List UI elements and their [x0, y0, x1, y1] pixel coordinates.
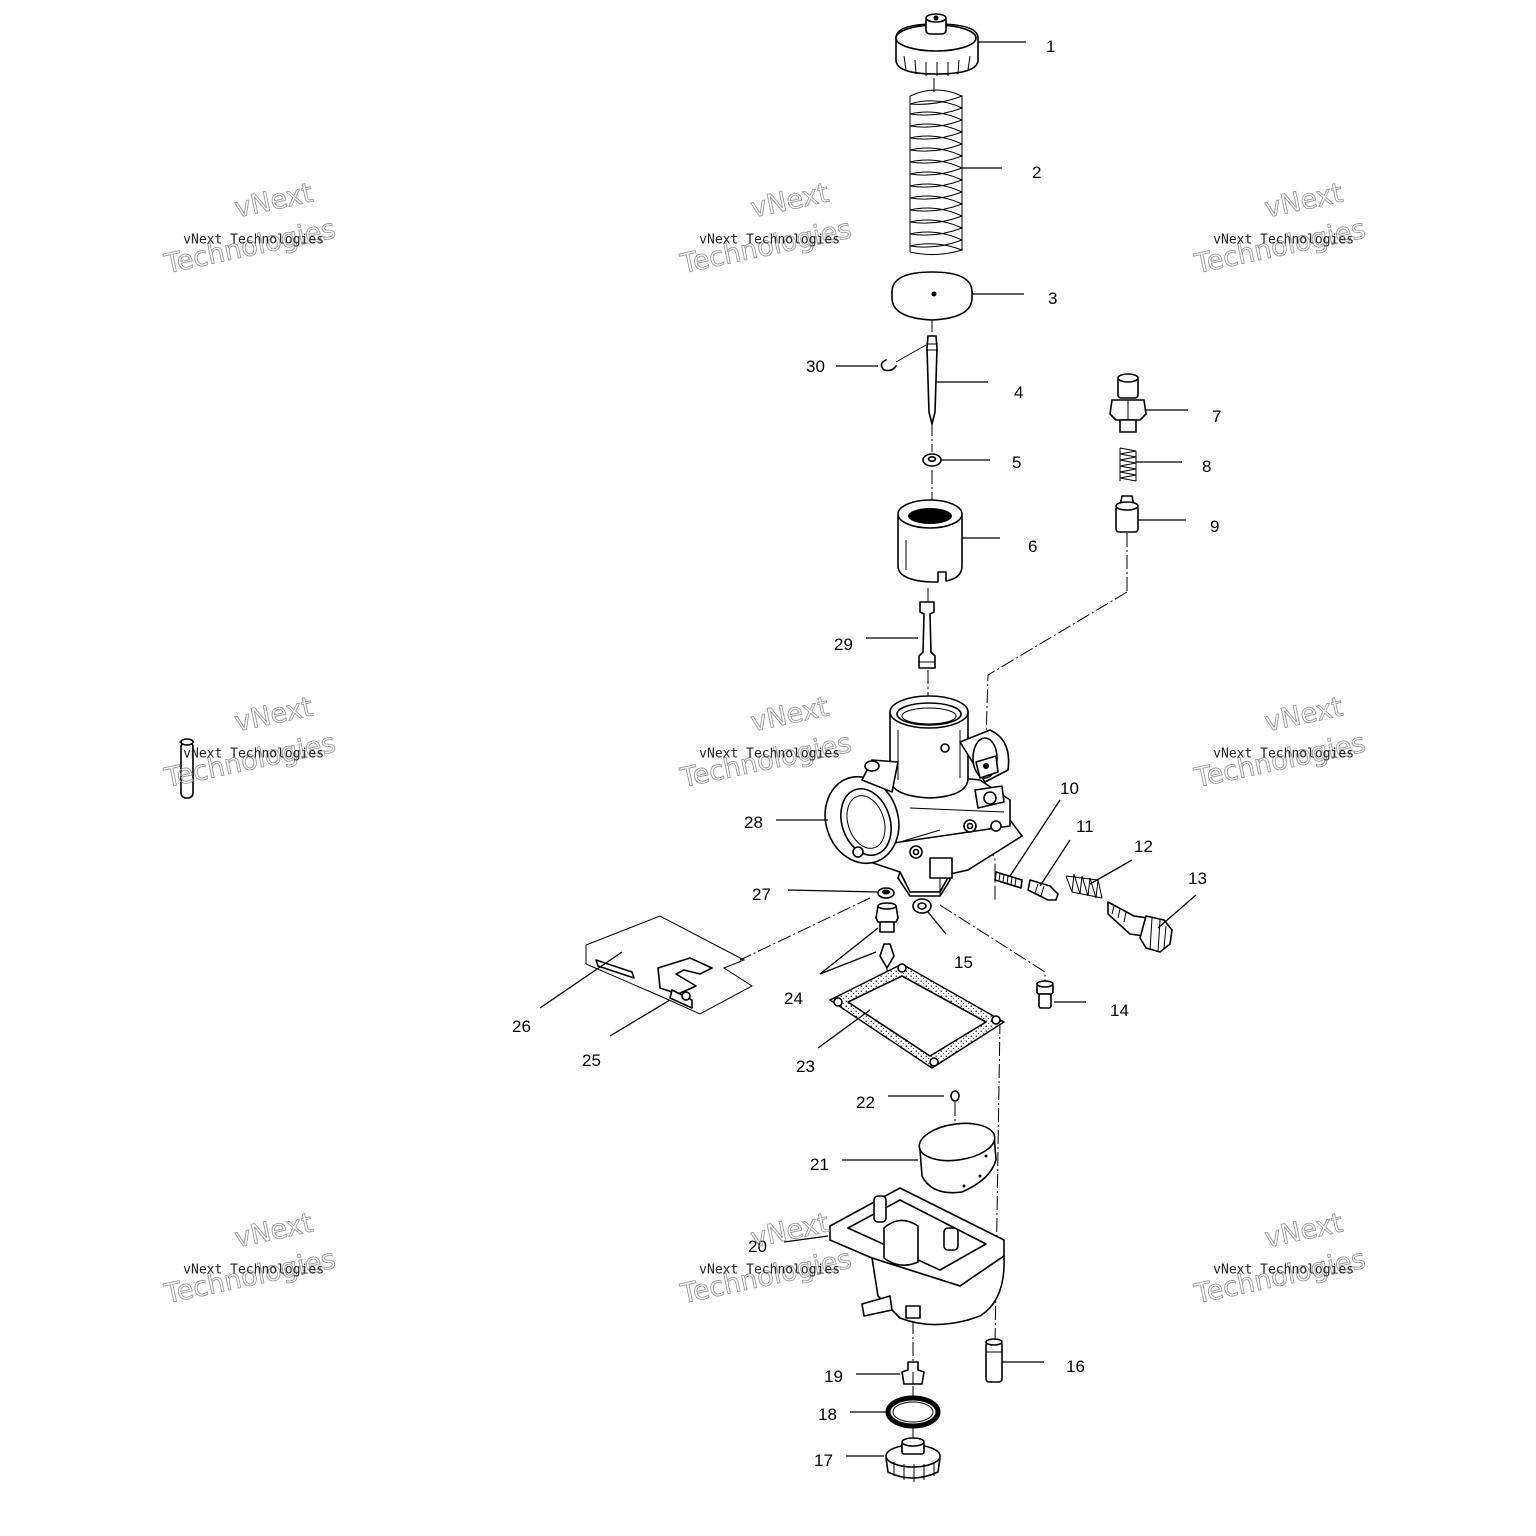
part-18-o-ring — [885, 1395, 941, 1429]
part-4-jet-needle — [926, 335, 938, 425]
watermark-layer: vNext Technologies vNext Technologies vN… — [161, 177, 1369, 1311]
watermark: vNext Technologies vNext Technologies — [1191, 691, 1369, 795]
svg-text:vNext: vNext — [1262, 1208, 1346, 1255]
svg-text:vNext: vNext — [232, 1208, 316, 1255]
watermark: vNext Technologies vNext Technologies — [1191, 177, 1369, 281]
part-20-float-bowl — [829, 1187, 1005, 1326]
part-14-drain-screw — [1036, 980, 1054, 1009]
part-25-26-float-arm-inset — [585, 915, 753, 1015]
leader-lines — [539, 41, 1197, 1457]
callout-11: 11 — [1076, 817, 1094, 836]
callout-30: 30 — [806, 357, 825, 376]
callout-16: 16 — [1066, 1357, 1085, 1376]
part-2-spring — [909, 89, 964, 256]
part-5-washer — [922, 453, 942, 467]
part-21-float — [918, 1122, 997, 1194]
callout-1: 1 — [1046, 37, 1055, 56]
callout-6: 6 — [1028, 537, 1037, 556]
watermark: vNext Technologies vNext Technologies — [677, 177, 855, 281]
callout-3: 3 — [1048, 289, 1057, 308]
callout-4: 4 — [1014, 383, 1023, 402]
svg-text:vNext Technologies: vNext Technologies — [1213, 232, 1354, 247]
svg-text:vNext Technologies: vNext Technologies — [183, 232, 324, 247]
part-24-needle-valve — [875, 902, 899, 974]
part-15-o-ring — [912, 898, 932, 914]
part-27-gasket-ring — [877, 887, 895, 899]
watermark: vNext Technologies vNext Technologies — [677, 1207, 855, 1311]
watermark: vNext Technologies vNext Technologies — [1191, 1207, 1369, 1311]
callout-25: 25 — [582, 1051, 601, 1070]
callout-19: 19 — [824, 1367, 843, 1386]
callout-10: 10 — [1060, 779, 1079, 798]
callout-7: 7 — [1212, 407, 1221, 426]
part-9-plunger — [1115, 495, 1139, 533]
callout-9: 9 — [1210, 517, 1219, 536]
callout-12: 12 — [1134, 837, 1153, 856]
svg-text:vNext Technologies: vNext Technologies — [699, 1262, 840, 1277]
part-6-throttle-valve — [897, 499, 963, 583]
part-17-drain-plug — [885, 1437, 941, 1482]
part-30-e-clip — [880, 344, 927, 372]
part-7-cable-adjuster — [1109, 373, 1147, 433]
svg-text:vNext Technologies: vNext Technologies — [183, 1262, 324, 1277]
callout-23: 23 — [796, 1057, 815, 1076]
callout-20: 20 — [748, 1237, 767, 1256]
watermark: vNext Technologies vNext Technologies — [161, 177, 339, 281]
svg-text:vNext Technologies: vNext Technologies — [699, 746, 840, 761]
svg-text:vNext: vNext — [748, 692, 832, 739]
callout-5: 5 — [1012, 453, 1021, 472]
callout-labels: 1 2 3 4 5 6 7 8 9 10 11 12 13 14 15 16 1… — [512, 37, 1221, 1470]
svg-text:vNext: vNext — [232, 178, 316, 225]
svg-text:vNext: vNext — [748, 1208, 832, 1255]
part-3-needle-plate — [891, 271, 973, 321]
svg-text:vNext: vNext — [748, 178, 832, 225]
part-16-bowl-screw — [985, 1338, 1003, 1383]
callout-14: 14 — [1110, 1001, 1129, 1020]
callout-2: 2 — [1032, 163, 1041, 182]
part-23-float-bowl-gasket — [828, 963, 1006, 1069]
callout-29: 29 — [834, 635, 853, 654]
callout-27: 27 — [752, 885, 771, 904]
parts-layer — [179, 13, 1173, 1482]
svg-text:vNext Technologies: vNext Technologies — [1213, 746, 1354, 761]
watermark: vNext Technologies vNext Technologies — [161, 1207, 339, 1311]
part-19-main-jet — [901, 1361, 925, 1385]
part-29-needle-jet — [918, 601, 936, 669]
callout-28: 28 — [744, 813, 763, 832]
part-10-pilot-jet — [994, 871, 1023, 889]
part-11-starter-jet — [1027, 879, 1059, 901]
callout-21: 21 — [810, 1155, 829, 1174]
watermark: vNext Technologies vNext Technologies — [677, 691, 855, 795]
svg-text:vNext Technologies: vNext Technologies — [183, 746, 324, 761]
part-12-idle-spring — [1065, 873, 1103, 899]
svg-text:vNext: vNext — [1262, 692, 1346, 739]
part-13-idle-adjust-screw — [1107, 901, 1173, 953]
callout-26: 26 — [512, 1017, 531, 1036]
part-22-float-pin-cap — [950, 1090, 960, 1102]
callout-24: 24 — [784, 989, 803, 1008]
callout-8: 8 — [1202, 457, 1211, 476]
svg-text:vNext: vNext — [1262, 178, 1346, 225]
part-28-carburetor-body — [179, 695, 1023, 897]
svg-text:vNext Technologies: vNext Technologies — [1213, 1262, 1354, 1277]
callout-22: 22 — [856, 1093, 875, 1112]
callout-17: 17 — [814, 1451, 833, 1470]
callout-18: 18 — [818, 1405, 837, 1424]
part-1-top-cap — [895, 13, 979, 76]
callout-15: 15 — [954, 953, 973, 972]
svg-text:vNext: vNext — [232, 692, 316, 739]
svg-text:vNext Technologies: vNext Technologies — [699, 232, 840, 247]
callout-13: 13 — [1188, 869, 1207, 888]
part-8-small-spring — [1119, 447, 1137, 482]
